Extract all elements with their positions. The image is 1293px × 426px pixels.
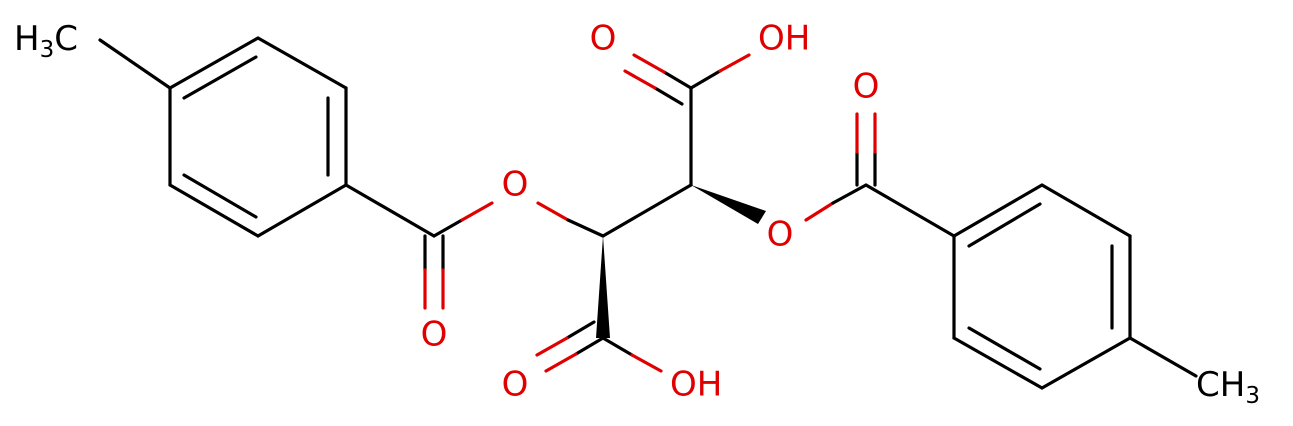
bond-c-oester-left	[432, 218, 464, 238]
ring-left-bond-1	[168, 36, 260, 90]
bond-ring-carbonyl-left	[344, 183, 436, 238]
ring-right-bond-1-inner	[967, 202, 1042, 248]
ring-right-bond-5-inner	[967, 326, 1042, 371]
label-o-acid-bottom: O	[502, 365, 529, 405]
label-o-acid-top: O	[590, 19, 617, 59]
bond-bot-co-a-o	[544, 352, 578, 373]
label-methyl-right: CH3	[1196, 365, 1260, 409]
bond-bot-coh-o	[630, 353, 663, 373]
label-methyl-left: H3C	[14, 19, 78, 63]
bond-oester-c2	[566, 218, 605, 238]
ring-left-bond-2	[256, 36, 348, 90]
label-o-ester-left: O	[502, 165, 529, 205]
ring-left-bond-5-inner	[182, 173, 258, 219]
bond-bot-co-b	[565, 320, 596, 340]
bond-carbonyl-ring-right	[864, 183, 956, 238]
bond-top-coh	[689, 69, 722, 90]
bond-top-co-b-o	[623, 69, 657, 90]
bond-c-oester-left-o	[460, 201, 494, 222]
ring-right-bond-2	[1040, 183, 1132, 238]
ring-left-bond-4	[256, 183, 348, 238]
bond-bot-coh	[601, 336, 634, 357]
ring-right-bond-4	[1040, 336, 1132, 390]
bond-oester-c2-o	[536, 201, 570, 222]
label-o-carbonyl-right: O	[853, 67, 880, 107]
bond-top-co-a	[662, 70, 693, 90]
bond-oester-c-right-o	[804, 201, 835, 222]
ring-right-bond-5	[952, 336, 1044, 390]
bond-c2-c3	[601, 183, 693, 238]
left-toluoyl-group	[98, 36, 494, 310]
wedge-c3-oester	[691, 185, 766, 224]
bond-oester-c-right	[831, 183, 868, 205]
label-o-ester-right: O	[767, 215, 794, 255]
bond-top-co-b	[653, 86, 684, 106]
bond-bot-co-b-o	[535, 336, 569, 357]
ring-left-bond-1-inner	[182, 55, 258, 100]
bond-bot-co-a	[574, 336, 605, 356]
ring-right-bond-1	[952, 183, 1044, 238]
tartaric-backbone	[535, 53, 766, 373]
bond-methyl-left	[98, 38, 172, 90]
label-oh-acid-bottom: OH	[670, 365, 722, 405]
bond-top-co-a-o	[632, 53, 666, 74]
label-oh-acid-top: OH	[758, 19, 810, 59]
atom-labels: H3C CH3 O O O O O OH O OH	[14, 19, 1260, 409]
bond-top-coh-o	[718, 53, 751, 73]
right-toluoyl-group	[804, 112, 1198, 390]
bond-methyl-right	[1128, 336, 1198, 378]
ring-left-bond-5	[168, 183, 260, 238]
label-o-carbonyl-left: O	[421, 315, 448, 355]
wedge-c2-cooh	[596, 236, 610, 338]
